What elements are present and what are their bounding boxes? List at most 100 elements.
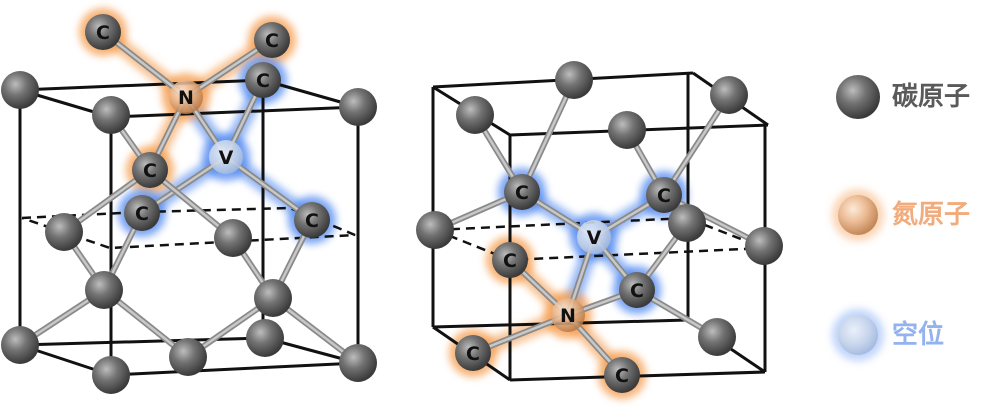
- carbon-atom: [254, 279, 292, 317]
- carbon-atom: C: [132, 152, 168, 188]
- atom-label-carbon: C: [630, 280, 644, 302]
- carbon-atom: C: [492, 242, 528, 278]
- carbon-atom: C: [619, 272, 655, 308]
- vacancy-sphere: [209, 140, 243, 174]
- carbon-atom: [668, 204, 706, 242]
- atom-label-nitrogen: N: [178, 87, 194, 109]
- carbon-sphere: [619, 272, 655, 308]
- atom-label-carbon: C: [96, 22, 110, 44]
- carbon-atom: C: [254, 22, 290, 58]
- carbon-atom: C: [646, 177, 682, 213]
- carbon-sphere: [710, 76, 748, 114]
- vacancy-site: V: [577, 220, 611, 254]
- carbon-atom: C: [85, 14, 121, 50]
- carbon-atom: [169, 338, 207, 376]
- atom-label-carbon: C: [305, 210, 319, 232]
- carbon-sphere: [492, 242, 528, 278]
- carbon-sphere: [339, 344, 377, 382]
- atom-label-carbon: C: [466, 343, 480, 365]
- carbon-atom: [555, 61, 593, 99]
- carbon-atom: C: [294, 202, 330, 238]
- carbon-atom: C: [124, 195, 160, 231]
- nitrogen-atom: N: [169, 80, 203, 114]
- carbon-atom: [214, 219, 252, 257]
- atom-label-carbon: C: [657, 185, 671, 207]
- atom-label-nitrogen: N: [560, 305, 576, 327]
- nitrogen-sphere: [551, 298, 585, 332]
- legend-item-nitrogen: 氮原子: [832, 189, 970, 241]
- legend-label-carbon: 碳原子: [892, 82, 970, 112]
- carbon-atom: [456, 96, 494, 134]
- carbon-atom: C: [245, 62, 281, 98]
- carbon-sphere: [504, 174, 540, 210]
- carbon-atom: [339, 88, 377, 126]
- carbon-sphere: [646, 177, 682, 213]
- cell-edge: [110, 361, 359, 377]
- carbon-sphere: [555, 61, 593, 99]
- bond-highlight: [520, 79, 576, 193]
- carbon-sphere: [85, 14, 121, 50]
- atom-label-carbon: C: [256, 70, 270, 92]
- carbon-atom: [85, 271, 123, 309]
- carbon-sphere: [745, 227, 783, 265]
- carbon-atom: [698, 318, 736, 356]
- vacancy-site: V: [209, 140, 243, 174]
- carbon-sphere: [246, 319, 284, 357]
- carbon-sphere: [92, 356, 130, 394]
- carbon-sphere: [604, 357, 640, 393]
- carbon-atom: [92, 96, 130, 134]
- carbon-atom-icon: [836, 75, 880, 119]
- atom-label-carbon: C: [135, 203, 149, 225]
- atom-label-vacancy: V: [219, 147, 234, 169]
- atom-label-carbon: C: [515, 182, 529, 204]
- carbon-atom: [1, 326, 39, 364]
- carbon-atom: [608, 111, 646, 149]
- legend-item-vacancy: 空位: [832, 309, 944, 361]
- carbon-sphere: [245, 62, 281, 98]
- carbon-atom: [246, 319, 284, 357]
- carbon-sphere: [254, 279, 292, 317]
- legend-item-carbon: 碳原子: [836, 75, 970, 119]
- legend: 碳原子 氮原子 空位: [832, 75, 970, 361]
- carbon-sphere: [92, 96, 130, 134]
- carbon-atom: [92, 356, 130, 394]
- legend-label-vacancy: 空位: [892, 319, 944, 350]
- carbon-sphere: [456, 96, 494, 134]
- vacancy-sphere: [577, 220, 611, 254]
- atom-label-carbon: C: [615, 365, 629, 387]
- carbon-atom: [745, 227, 783, 265]
- atom-label-carbon: C: [143, 160, 157, 182]
- carbon-sphere: [1, 326, 39, 364]
- carbon-sphere: [132, 152, 168, 188]
- vacancy-icon: [838, 315, 878, 355]
- carbon-sphere: [254, 22, 290, 58]
- carbon-sphere: [294, 202, 330, 238]
- legend-label-nitrogen: 氮原子: [892, 200, 970, 230]
- carbon-sphere: [1, 71, 39, 109]
- carbon-atom: [710, 76, 748, 114]
- carbon-sphere: [668, 204, 706, 242]
- carbon-atom: [416, 211, 454, 249]
- cell-edge: [19, 336, 266, 347]
- carbon-atom: [45, 213, 83, 251]
- carbon-sphere: [85, 271, 123, 309]
- carbon-sphere: [214, 219, 252, 257]
- carbon-atom: [1, 71, 39, 109]
- nitrogen-atom: N: [551, 298, 585, 332]
- carbon-sphere: [124, 195, 160, 231]
- carbon-sphere: [455, 335, 491, 371]
- atom-label-carbon: C: [265, 30, 279, 52]
- carbon-sphere: [339, 88, 377, 126]
- carbon-atom: C: [455, 335, 491, 371]
- carbon-sphere: [416, 211, 454, 249]
- cell-edge: [110, 105, 359, 119]
- nitrogen-sphere: [169, 80, 203, 114]
- nitrogen-atom-icon: [838, 195, 878, 235]
- carbon-atom: [339, 344, 377, 382]
- carbon-atom: C: [504, 174, 540, 210]
- cell-edge: [19, 78, 264, 92]
- carbon-sphere: [608, 111, 646, 149]
